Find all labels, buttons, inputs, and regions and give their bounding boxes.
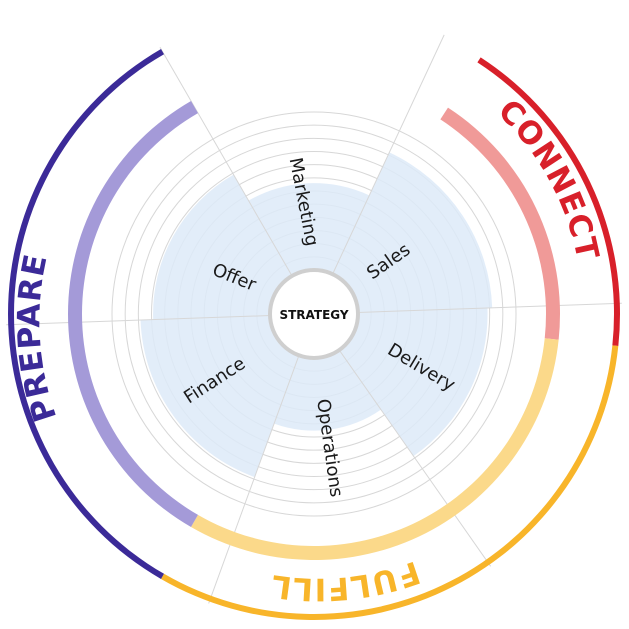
hub-circle [268, 268, 360, 360]
segment-fill-delivery [339, 307, 488, 457]
segment-divider [338, 349, 492, 567]
grid-ring [111, 111, 517, 517]
segment-fill-operations [274, 350, 381, 431]
inner-ring-connect [440, 107, 560, 340]
center-label: STRATEGY [279, 308, 348, 322]
segment-divider [208, 355, 300, 604]
inner-ring-fulfill [191, 338, 559, 560]
grid-ring [124, 124, 504, 504]
inner-ring-prepare [68, 100, 198, 528]
segment-fill-sales [332, 152, 493, 313]
phase-label-fulfill: FULFILL [268, 554, 424, 607]
segment-divider [159, 47, 293, 277]
segment-divider [6, 315, 271, 326]
outer-ring-fulfill [161, 345, 619, 620]
phase-rings [8, 48, 620, 620]
segment-fill-finance [140, 315, 299, 478]
segment-divider [357, 302, 622, 313]
grid-ring [137, 137, 491, 491]
segment-divider [332, 34, 445, 275]
phase-label-prepare: PREPARE [11, 251, 64, 426]
divider-lines [6, 34, 622, 604]
segment-fills [140, 152, 493, 478]
hub: STRATEGY [268, 268, 360, 360]
segment-fill-offer [153, 174, 292, 320]
